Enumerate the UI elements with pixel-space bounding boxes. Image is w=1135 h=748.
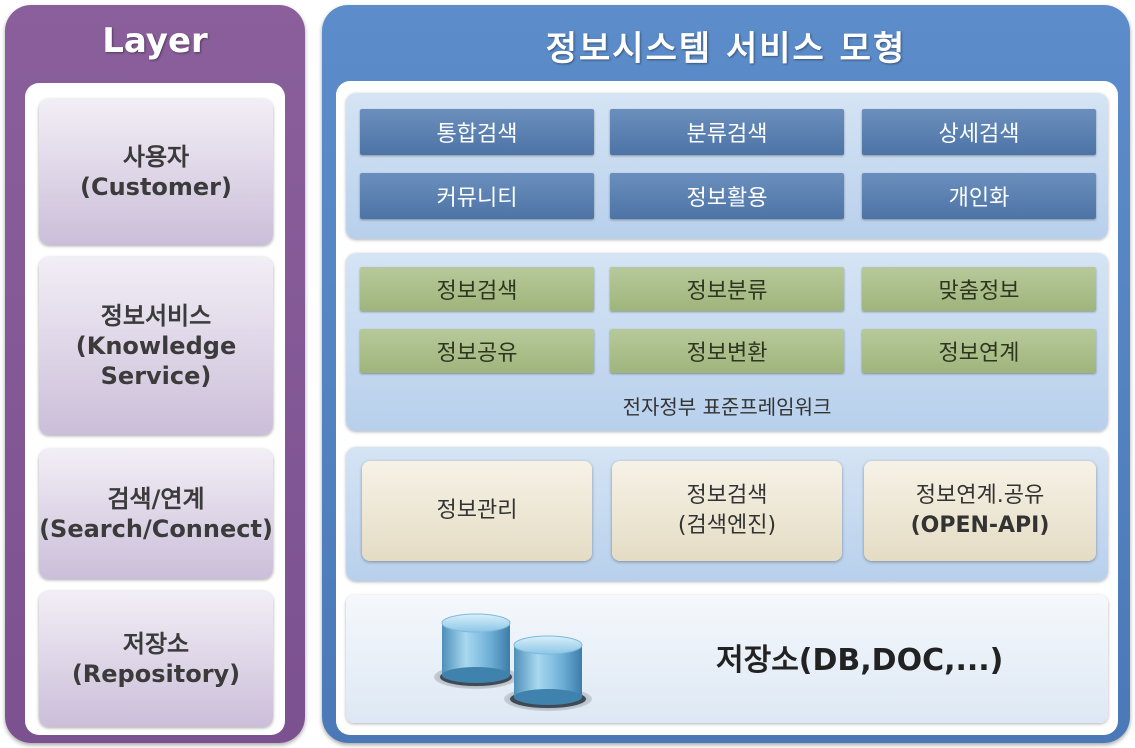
service-cell-info-conversion: 정보변환 bbox=[610, 329, 844, 373]
customer-cell-info-utilization: 정보활용 bbox=[610, 173, 844, 219]
layer-repository-english: (Repository) bbox=[71, 660, 241, 688]
layer-customer-name: 사용자 bbox=[122, 143, 190, 171]
service-cell-info-search: 정보검색 bbox=[360, 267, 594, 311]
framework-label: 전자정부 표준프레임워크 bbox=[622, 395, 832, 419]
layer-customer: 사용자 (Customer) bbox=[39, 99, 273, 245]
engine-cell-info-management: 정보관리 bbox=[362, 461, 592, 561]
service-model-body: 통합검색 분류검색 상세검색 커뮤니티 정보활용 개인화 정보검색 정보분류 맞… bbox=[336, 81, 1118, 735]
layer-title: Layer bbox=[102, 21, 208, 61]
engine-cell-open-api: 정보연계.공유 (OPEN-API) bbox=[864, 461, 1096, 561]
layer-knowledge-service: 정보서비스 (Knowledge Service) bbox=[39, 257, 273, 435]
customer-cell-category-search: 분류검색 bbox=[610, 109, 844, 155]
customer-cell-integrated-search: 통합검색 bbox=[360, 109, 594, 155]
layer-panel: Layer 사용자 (Customer) 정보서비스 (Knowledge Se… bbox=[5, 5, 305, 743]
service-cell-info-sharing: 정보공유 bbox=[360, 329, 594, 373]
engine-section: 정보관리 정보검색 (검색엔진) 정보연계.공유 (OPEN-API) bbox=[346, 447, 1108, 581]
layer-knowledge-service-english-1: (Knowledge bbox=[75, 332, 237, 360]
service-model-title: 정보시스템 서비스 모형 bbox=[545, 29, 907, 69]
service-cell-info-linkage: 정보연계 bbox=[862, 329, 1096, 373]
engine-cell-search-engine-label: 정보검색 bbox=[686, 483, 768, 508]
repository-section: 저장소(DB,DOC,...) bbox=[346, 595, 1108, 723]
layer-knowledge-service-english-2: Service) bbox=[100, 362, 212, 390]
service-cell-info-classification: 정보분류 bbox=[610, 267, 844, 311]
customer-cell-community: 커뮤니티 bbox=[360, 173, 594, 219]
layer-list: 사용자 (Customer) 정보서비스 (Knowledge Service)… bbox=[25, 83, 285, 735]
layer-search-connect: 검색/연계 (Search/Connect) bbox=[39, 449, 273, 579]
layer-repository: 저장소 (Repository) bbox=[39, 591, 273, 727]
layer-knowledge-service-name: 정보서비스 bbox=[100, 302, 212, 330]
database-icon bbox=[434, 613, 592, 711]
layer-search-connect-english: (Search/Connect) bbox=[39, 515, 273, 543]
service-cell-custom-info: 맞춤정보 bbox=[862, 267, 1096, 311]
engine-cell-search-engine: 정보검색 (검색엔진) bbox=[612, 461, 842, 561]
layer-search-connect-name: 검색/연계 bbox=[107, 485, 205, 513]
customer-cell-personalization: 개인화 bbox=[862, 173, 1096, 219]
repository-label: 저장소(DB,DOC,...) bbox=[716, 643, 1004, 678]
layer-repository-name: 저장소 bbox=[122, 630, 190, 658]
customer-section: 통합검색 분류검색 상세검색 커뮤니티 정보활용 개인화 bbox=[346, 93, 1108, 239]
engine-cell-open-api-sub: (OPEN-API) bbox=[910, 513, 1050, 538]
engine-cell-info-management-label: 정보관리 bbox=[436, 498, 518, 523]
engine-cell-open-api-label: 정보연계.공유 bbox=[915, 483, 1045, 508]
engine-cell-search-engine-sub: (검색엔진) bbox=[677, 513, 777, 538]
service-model-panel: 정보시스템 서비스 모형 통합검색 분류검색 상세검색 커뮤니티 정보활용 개인… bbox=[322, 5, 1130, 743]
customer-cell-detail-search: 상세검색 bbox=[862, 109, 1096, 155]
layer-customer-english: (Customer) bbox=[79, 173, 232, 201]
service-section: 정보검색 정보분류 맞춤정보 정보공유 정보변환 정보연계 전자정부 표준프레임… bbox=[346, 253, 1108, 431]
